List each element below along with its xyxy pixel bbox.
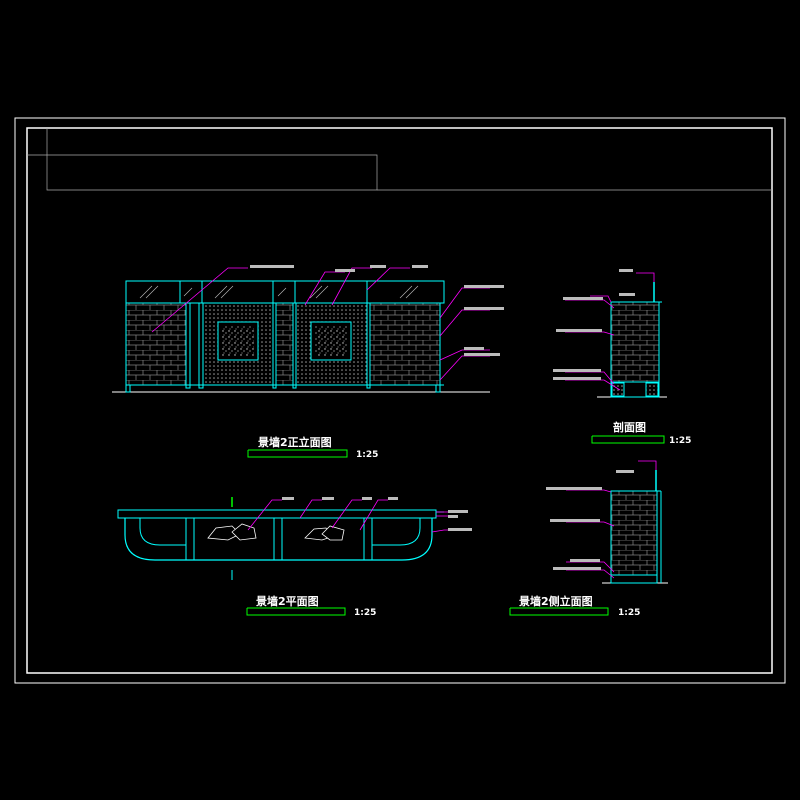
side-elevation-notes bbox=[546, 470, 634, 570]
plan-scale: 1:25 bbox=[354, 608, 376, 618]
title-block bbox=[27, 128, 772, 191]
side-elevation-title: 景墙2侧立面图 bbox=[518, 594, 593, 608]
front-elevation-notes bbox=[250, 265, 504, 356]
plan-drawing: 景墙2平面图 1:25 bbox=[117, 497, 472, 618]
section-title: 剖面图 bbox=[613, 420, 646, 434]
plan-notes bbox=[282, 497, 472, 531]
section-drawing: 剖面图 1:25 bbox=[553, 269, 691, 446]
front-elevation-title: 景墙2正立面图 bbox=[257, 435, 332, 449]
section-notes bbox=[553, 269, 635, 380]
side-elevation-drawing: 景墙2侧立面图 1:25 bbox=[509, 460, 668, 618]
front-elevation: 景墙2正立面图 1:25 bbox=[112, 265, 504, 460]
front-elevation-scale: 1:25 bbox=[356, 450, 378, 460]
sheet-frame bbox=[14, 117, 786, 684]
section-scale: 1:25 bbox=[669, 436, 691, 446]
side-elevation-scale: 1:25 bbox=[618, 608, 640, 618]
plan-title: 景墙2平面图 bbox=[255, 594, 319, 608]
